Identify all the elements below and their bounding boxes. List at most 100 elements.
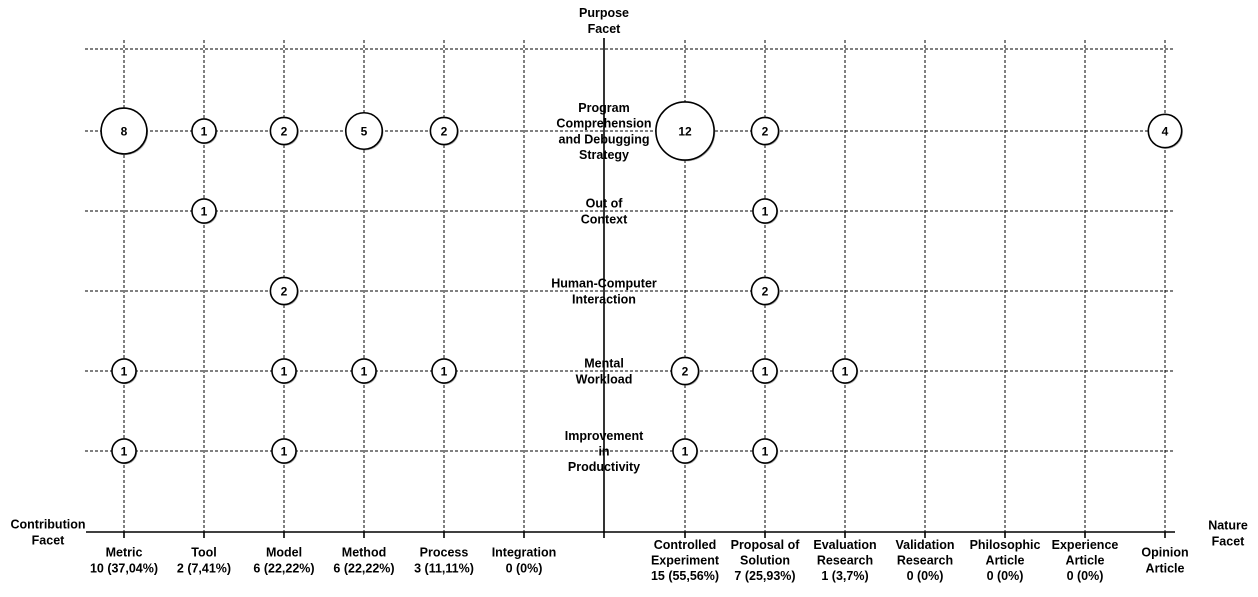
bubble-value: 1 — [201, 204, 208, 218]
bubble-circle — [832, 358, 858, 384]
bubble-circle — [271, 438, 297, 464]
purpose-category-label-line: Mental — [584, 357, 624, 371]
bubble-circle — [672, 438, 698, 464]
contribution-category-label-line: Metric — [106, 546, 143, 560]
bubble: 2 — [429, 116, 459, 146]
purpose-category-label-line: Out of — [586, 197, 624, 211]
bubble-value: 12 — [678, 124, 692, 138]
nature-category-label-line: Validation — [895, 538, 954, 552]
bubble: 2 — [750, 116, 780, 146]
contribution-category-label-line: 2 (7,41%) — [177, 561, 231, 575]
contribution-facet-axis-title-line: Facet — [32, 533, 65, 547]
nature-category-label-line: Solution — [740, 554, 790, 568]
nature-category-label-line: Proposal of — [731, 538, 801, 552]
bubble-circle — [431, 358, 457, 384]
nature-category-label-line: 0 (0%) — [907, 569, 944, 583]
axis-layer — [86, 38, 1175, 538]
bubble-value: 1 — [682, 444, 689, 458]
bubble: 1 — [431, 358, 458, 385]
contribution-category-label-line: 0 (0%) — [506, 561, 543, 575]
bubble-circle — [269, 276, 299, 306]
contribution-category-label-line: 6 (22,22%) — [253, 561, 314, 575]
nature-category-label-line: Controlled — [654, 538, 717, 552]
nature-category-label-line: 0 (0%) — [987, 569, 1024, 583]
contribution-category-label-line: Model — [266, 546, 302, 560]
bubble-circle — [752, 358, 778, 384]
purpose-category-label-line: Context — [581, 212, 628, 226]
bubble-circle — [670, 356, 700, 386]
nature-category-label-line: Experiment — [651, 554, 720, 568]
nature-category-label-line: Opinion — [1141, 546, 1188, 560]
purpose-category-label-line: and Debugging — [559, 132, 650, 146]
bubble-circle — [191, 198, 217, 224]
bubble: 1 — [752, 198, 779, 225]
bubble: 12 — [655, 101, 716, 162]
contribution-category-label-line: Method — [342, 546, 386, 560]
bubble-value: 1 — [762, 364, 769, 378]
bubble: 8 — [100, 107, 149, 156]
nature-category-label-line: Evaluation — [813, 538, 876, 552]
contribution-facet-axis-title-line: Contribution — [11, 518, 86, 532]
bubble-value: 1 — [121, 364, 128, 378]
bubble: 1 — [351, 358, 378, 385]
purpose-category-label-line: Interaction — [572, 292, 636, 306]
bubble-circle — [111, 358, 137, 384]
contribution-category-label-line: Process — [420, 546, 469, 560]
bubble: 1 — [271, 358, 298, 385]
bubble-circle — [100, 107, 148, 155]
bubble-circle — [191, 118, 217, 144]
bubble-value: 5 — [361, 124, 368, 138]
contribution-category-label-line: Tool — [191, 546, 216, 560]
nature-category-label-line: 7 (25,93%) — [734, 569, 795, 583]
nature-facet-axis-title-line: Facet — [1212, 534, 1245, 548]
bubble: 2 — [269, 276, 299, 306]
bubble: 1 — [832, 358, 859, 385]
purpose-category-label-line: Human-Computer — [551, 277, 657, 291]
bubble-value: 8 — [121, 124, 128, 138]
nature-category-label-line: 15 (55,56%) — [651, 569, 719, 583]
bubble-circle — [1147, 113, 1183, 149]
nature-facet-axis-title-line: Nature — [1208, 519, 1248, 533]
bubble: 1 — [672, 438, 699, 465]
nature-category-label-line: Experience — [1052, 538, 1119, 552]
bubble-circle — [750, 276, 780, 306]
bubble-value: 2 — [441, 124, 448, 138]
nature-category-label-line: Article — [1146, 561, 1185, 575]
bubble-value: 1 — [121, 444, 128, 458]
nature-category-label-line: 1 (3,7%) — [821, 569, 868, 583]
nature-category-label-line: Article — [986, 554, 1025, 568]
purpose-category-label-line: Comprehension — [556, 117, 651, 131]
bubble-circle — [111, 438, 137, 464]
purpose-category-label-line: Improvement — [565, 429, 644, 443]
bubble: 1 — [752, 438, 779, 465]
bubble-value: 2 — [281, 124, 288, 138]
bubble: 4 — [1147, 113, 1183, 149]
purpose-facet-axis-title-line: Purpose — [579, 6, 629, 20]
bubble-value: 1 — [762, 204, 769, 218]
contribution-category-label-line: 10 (37,04%) — [90, 561, 158, 575]
bubble: 5 — [344, 111, 384, 151]
contribution-category-label-line: 6 (22,22%) — [333, 561, 394, 575]
bubble-value: 1 — [281, 364, 288, 378]
bubble-value: 1 — [281, 444, 288, 458]
bubble-circle — [752, 198, 778, 224]
bubble-value: 1 — [842, 364, 849, 378]
bubble: 2 — [670, 356, 700, 386]
bubble: 1 — [191, 198, 218, 225]
